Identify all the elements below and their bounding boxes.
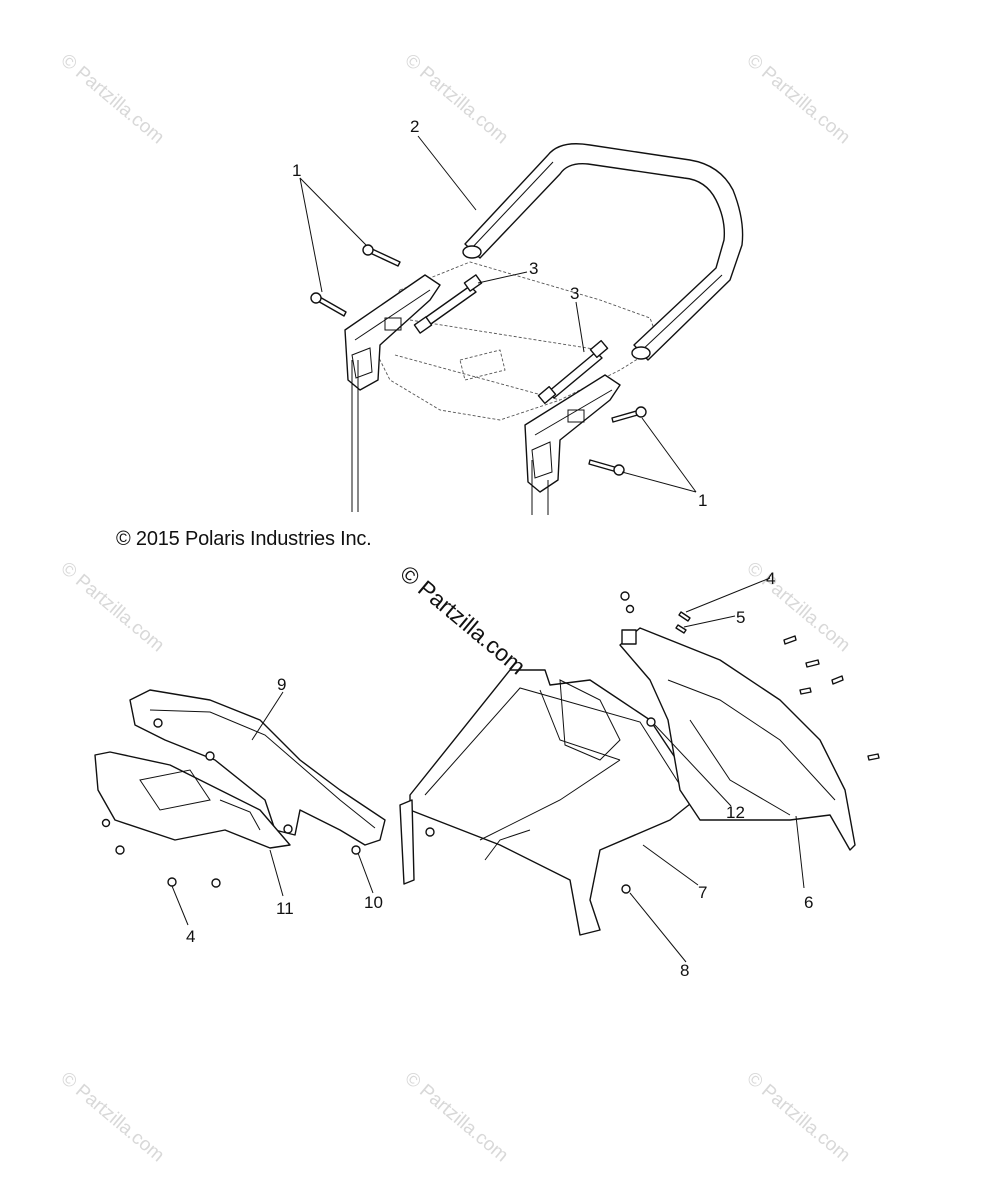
copyright-text: © 2015 Polaris Industries Inc. [116,528,372,550]
callout-5: 5 [736,608,745,627]
callout-10: 10 [364,893,383,912]
center-body-part-7 [399,669,696,936]
callout-7: 7 [698,883,707,902]
callout-8: 8 [680,961,689,980]
callout-1: 1 [292,161,301,180]
callout-9: 9 [277,675,286,694]
roll-bar-part-2 [462,143,744,361]
callout-4: 4 [186,927,195,946]
callout-3: 3 [570,284,579,303]
callout-4: 4 [766,569,775,588]
lower-fasteners [101,591,880,894]
left-bracket [344,274,441,512]
callout-11: 11 [276,899,294,918]
right-bracket [524,374,621,515]
callout-12: 12 [726,803,745,822]
callout-3: 3 [529,259,538,278]
callout-2: 2 [410,117,419,136]
side-panel-part-9 [129,689,386,846]
bolts-part-1 [310,244,647,476]
lower-panel-part-11 [94,751,291,849]
lower-leader-lines [171,577,805,963]
upper-leader-lines [299,135,697,493]
straps-part-3 [413,274,609,405]
reference-outline [369,261,661,421]
callout-labels: 1 2 3 3 1 4 5 9 12 7 6 10 11 4 8 [186,117,813,980]
callout-1: 1 [698,491,707,510]
callout-6: 6 [804,893,813,912]
